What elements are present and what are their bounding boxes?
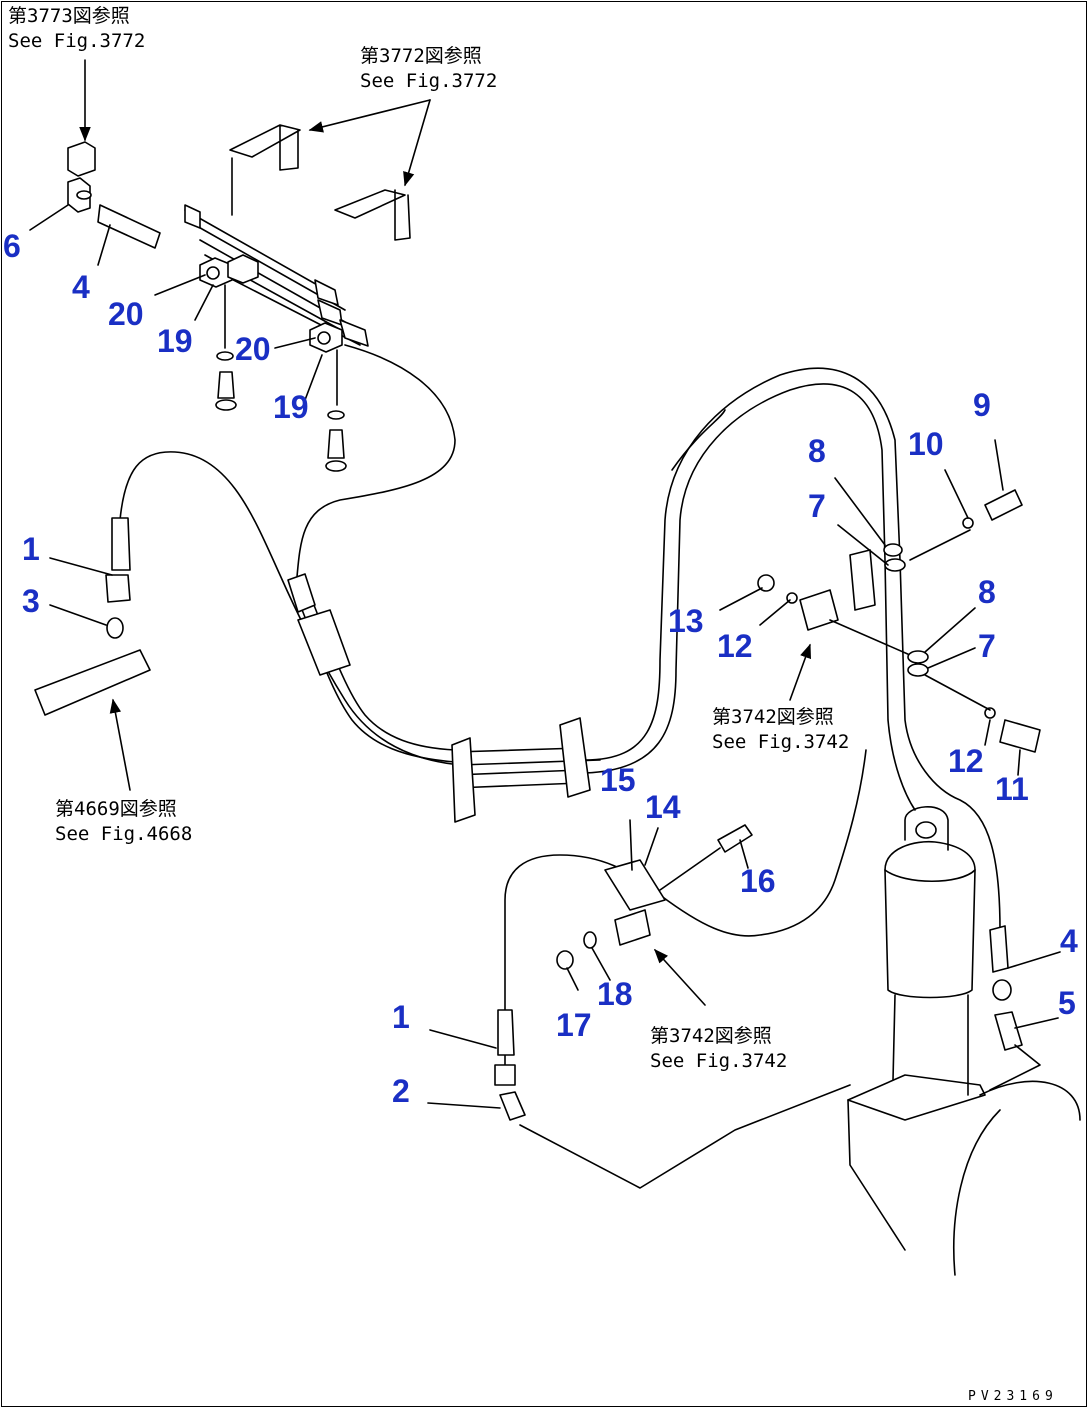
ref-3772-en: See Fig.3772 bbox=[360, 70, 497, 92]
callout-20-left: 20 bbox=[108, 296, 144, 332]
callout-19-left: 19 bbox=[157, 323, 193, 359]
ref-3773-jp: 第3773図参照 bbox=[8, 5, 130, 27]
callout-12-left: 12 bbox=[717, 628, 753, 664]
callout-13: 13 bbox=[668, 603, 704, 639]
lower-fitting-stack bbox=[494, 1009, 526, 1121]
right-brackets bbox=[757, 489, 1041, 753]
center-clamps bbox=[287, 573, 591, 823]
leader-lines bbox=[29, 59, 1061, 1109]
callout-numbers: 6 4 20 19 20 19 1 3 9 10 8 7 8 7 13 12 1… bbox=[3, 228, 1078, 1109]
callout-5: 5 bbox=[1058, 985, 1076, 1021]
callout-10: 10 bbox=[908, 426, 944, 462]
callout-16: 16 bbox=[740, 863, 776, 899]
callout-7-upper: 7 bbox=[808, 488, 826, 524]
reference-notes: 第3773図参照 See Fig.3772 第3772図参照 See Fig.3… bbox=[8, 5, 849, 1072]
callout-19-right: 19 bbox=[273, 389, 309, 425]
callout-14: 14 bbox=[645, 789, 681, 825]
ref-4669-jp: 第4669図参照 bbox=[55, 798, 177, 820]
callout-1-upper: 1 bbox=[22, 531, 40, 567]
ref-3772-jp: 第3772図参照 bbox=[360, 45, 482, 67]
cylinder-assembly bbox=[847, 806, 1081, 1276]
ref-3742a-jp: 第3742図参照 bbox=[712, 706, 834, 728]
left-fitting-stack bbox=[34, 517, 151, 716]
callout-3: 3 bbox=[22, 583, 40, 619]
ref-3773-en: See Fig.3772 bbox=[8, 30, 145, 52]
callout-17: 17 bbox=[556, 1007, 592, 1043]
callout-8-lower: 8 bbox=[978, 574, 996, 610]
ref-3742b-jp: 第3742図参照 bbox=[650, 1025, 772, 1047]
callout-2: 2 bbox=[392, 1073, 410, 1109]
callout-7-lower: 7 bbox=[978, 628, 996, 664]
callout-1-lower: 1 bbox=[392, 999, 410, 1035]
callout-12-right: 12 bbox=[948, 743, 984, 779]
ref-3742b-en: See Fig.3742 bbox=[650, 1050, 787, 1072]
ref-4669-en: See Fig.4668 bbox=[55, 823, 192, 845]
upper-tube-assembly bbox=[67, 124, 411, 472]
callout-6: 6 bbox=[3, 228, 21, 264]
hose-lines bbox=[119, 344, 1001, 1189]
drawing-code: PV23169 bbox=[968, 1389, 1058, 1404]
callout-11: 11 bbox=[995, 771, 1029, 807]
callout-20-right: 20 bbox=[235, 331, 271, 367]
callout-4-lower: 4 bbox=[1060, 923, 1078, 959]
ref-3742a-en: See Fig.3742 bbox=[712, 731, 849, 753]
lower-clamp-group bbox=[556, 824, 753, 970]
callout-18: 18 bbox=[597, 976, 633, 1012]
callout-15: 15 bbox=[600, 762, 636, 798]
callout-9: 9 bbox=[973, 387, 991, 423]
callout-8-upper: 8 bbox=[808, 433, 826, 469]
callout-4-upper: 4 bbox=[72, 269, 90, 305]
